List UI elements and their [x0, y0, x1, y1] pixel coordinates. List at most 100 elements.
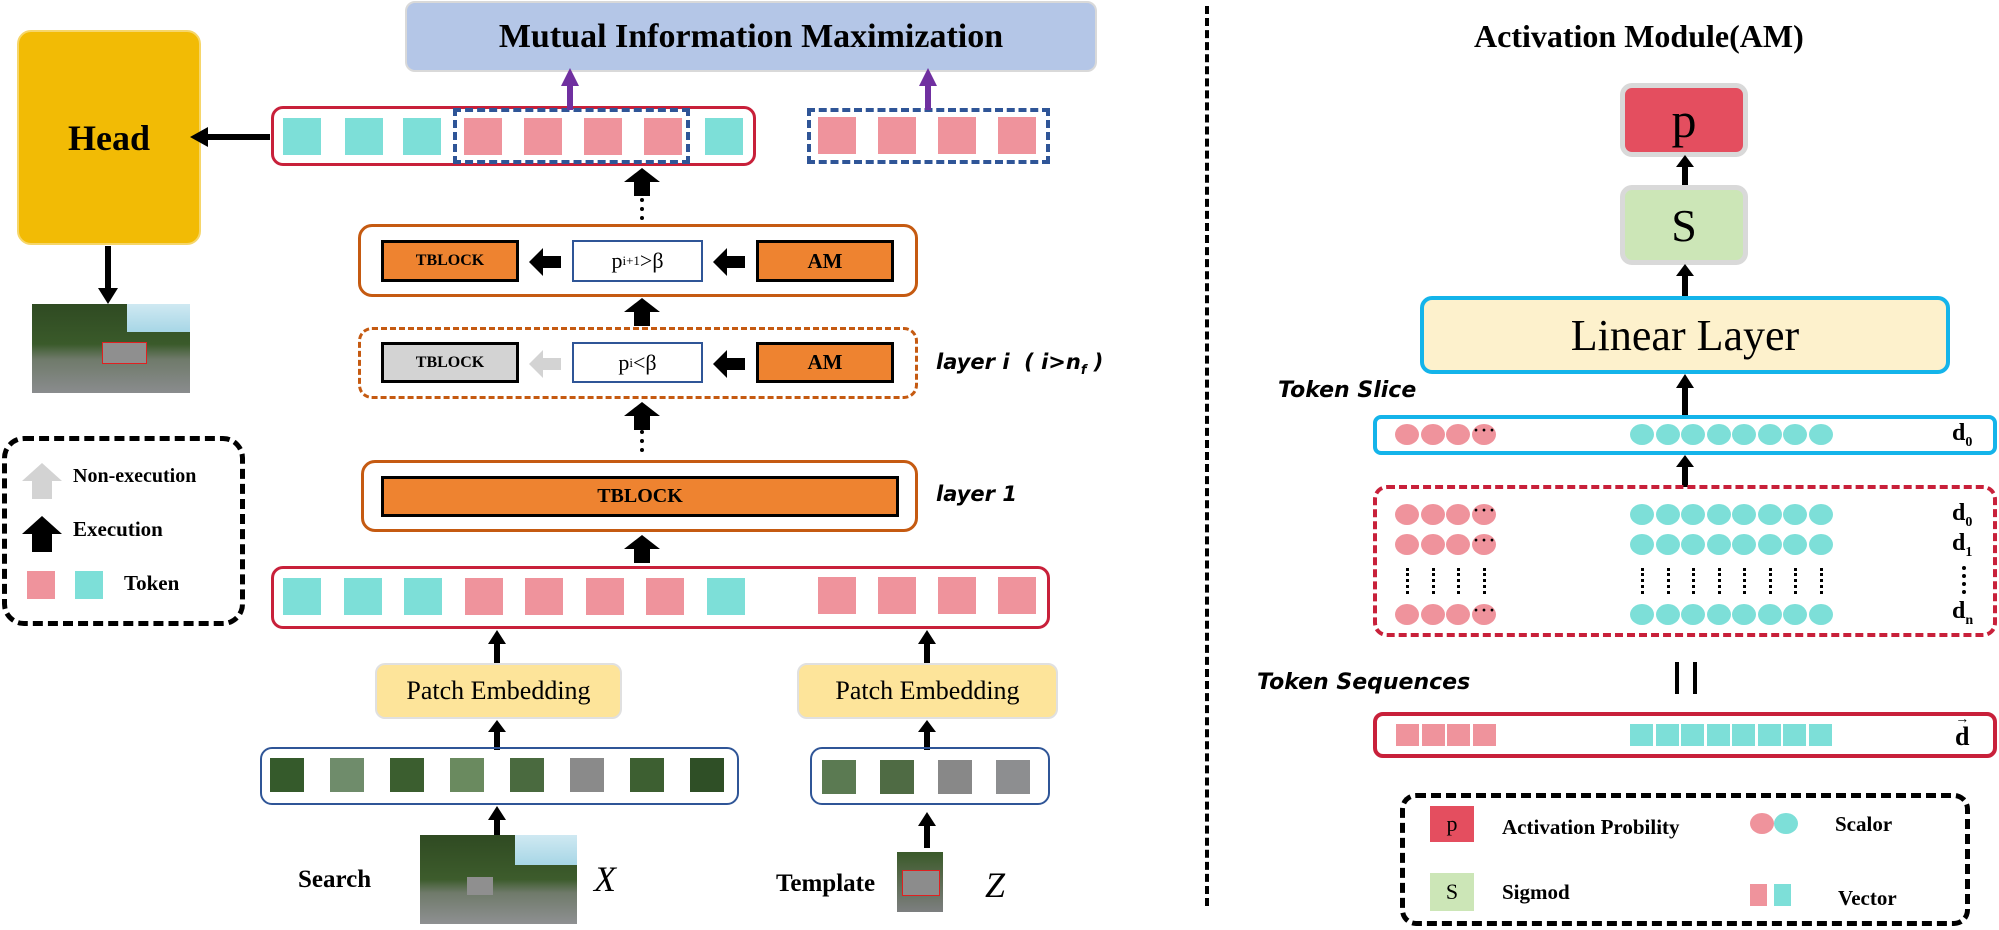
scalar-dot — [1471, 604, 1496, 625]
image-patch — [880, 760, 914, 794]
legend-s-swatch: S — [1430, 873, 1474, 911]
layer-1-block — [361, 460, 918, 532]
arrow-up-icon — [488, 630, 506, 666]
scalar-dot — [1732, 504, 1756, 525]
scalar-dot — [1446, 604, 1470, 625]
execution-arrow-left-icon — [713, 350, 745, 378]
purple-arrow-icon — [561, 68, 579, 110]
scalar-dot — [1808, 504, 1833, 525]
scalar-dot — [1681, 424, 1705, 445]
legend-pink-scalar — [1750, 813, 1774, 834]
token-slice-row — [1373, 415, 1997, 455]
vertical-ellipsis — [1692, 568, 1695, 594]
layer-i-label: layer i ( i>nf ) — [936, 350, 1104, 379]
image-patch — [690, 758, 724, 792]
section-divider — [1205, 6, 1209, 906]
scalar-dot — [1630, 604, 1654, 625]
purple-arrow-icon — [919, 68, 937, 110]
scalar-dot — [1808, 534, 1833, 555]
scalar-dot — [1471, 424, 1496, 445]
vertical-ellipsis — [1794, 568, 1797, 594]
token — [403, 118, 441, 155]
legend-pink-vector — [1750, 884, 1767, 906]
legend-p-swatch: p — [1430, 806, 1474, 842]
d1-row-label: d1 — [1952, 530, 1973, 560]
execution-arrow-icon — [624, 402, 660, 430]
vertical-ellipsis — [640, 430, 644, 452]
non-execution-arrow-left-icon — [529, 350, 561, 378]
token — [705, 118, 743, 155]
input-token-row — [271, 566, 1050, 629]
s-box: S — [1620, 185, 1748, 265]
vertical-ellipsis — [1666, 568, 1670, 594]
scalar-dot — [1655, 504, 1680, 525]
token — [878, 117, 916, 154]
token — [584, 118, 622, 155]
vertical-ellipsis — [640, 198, 644, 220]
patch-embedding-template: Patch Embedding — [797, 663, 1058, 719]
vector-token — [1757, 724, 1781, 746]
token — [818, 577, 856, 614]
execution-arrow-icon — [624, 168, 660, 196]
arrow-up-icon — [1676, 155, 1694, 185]
legend-right — [1400, 793, 1970, 926]
template-label: Template — [776, 870, 876, 897]
token-slice-label: Token Slice — [1278, 378, 1417, 403]
arrow-up-icon — [918, 720, 936, 750]
vector-token — [1472, 724, 1496, 746]
d-vector-label: →d — [1955, 712, 1970, 751]
token — [998, 577, 1036, 614]
token — [404, 578, 442, 615]
vertical-ellipsis — [1406, 568, 1409, 594]
scalar-dot — [1757, 534, 1782, 555]
scalar-dot — [1783, 604, 1807, 625]
scalar-dot — [1395, 604, 1419, 625]
token — [464, 578, 503, 615]
template-tokens-dashed — [807, 108, 1050, 164]
arrow-to-head-icon — [190, 127, 270, 147]
layer-block-executed — [358, 224, 918, 297]
template-var: Z — [985, 865, 1006, 905]
token — [998, 117, 1036, 154]
vector-token — [1706, 724, 1730, 746]
image-patch — [938, 760, 972, 794]
legend-cyan-vector — [1774, 884, 1791, 906]
am-title: Activation Module(AM) — [1474, 18, 1804, 54]
ellipsis: ··· — [1472, 418, 1496, 444]
scalar-dot — [1630, 534, 1654, 555]
scalar-dot — [1420, 424, 1445, 445]
layer-block-skipped — [358, 327, 918, 399]
execution-arrow-icon — [624, 535, 660, 563]
arrow-up-icon — [1676, 455, 1694, 487]
search-label: Search — [298, 866, 372, 893]
vertical-ellipsis — [1641, 568, 1644, 594]
scalar-dot — [1681, 534, 1705, 555]
vector-token — [1732, 724, 1755, 746]
arrow-down-to-output-icon — [98, 246, 118, 304]
scalar-dot — [1655, 534, 1680, 555]
vertical-ellipsis — [1743, 568, 1746, 594]
vertical-ellipsis — [1482, 568, 1486, 594]
scalar-dot — [1420, 534, 1445, 555]
ellipsis: ··· — [1472, 598, 1496, 624]
scalar-dot — [1446, 424, 1470, 445]
vertical-ellipsis — [1457, 568, 1460, 594]
template-image — [897, 852, 943, 912]
non-execution-arrow-icon — [22, 463, 62, 499]
image-patch — [390, 758, 424, 792]
tblock-skipped: TBLOCK — [381, 342, 519, 383]
token — [345, 118, 383, 155]
selected-search-tokens-dashed — [453, 108, 690, 164]
scalar-dot — [1471, 534, 1496, 555]
scalar-dot — [1681, 604, 1705, 625]
scalar-dot — [1706, 504, 1731, 525]
scalar-dot — [1681, 504, 1705, 525]
token — [706, 578, 745, 615]
token-matrix — [1373, 485, 1997, 637]
scalar-dot — [1706, 534, 1731, 555]
token — [283, 578, 321, 615]
vector-token — [1447, 724, 1470, 746]
patch-embedding-search: Patch Embedding — [375, 663, 622, 719]
legend-token: Token — [124, 571, 180, 595]
vector-token — [1655, 724, 1679, 746]
